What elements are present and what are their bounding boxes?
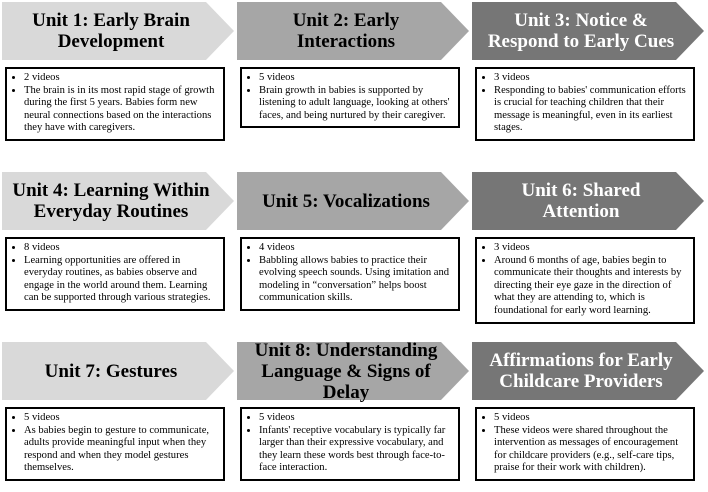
unit-description-box: 5 videosThese videos were shared through… (475, 407, 695, 481)
chevron-shape (472, 342, 704, 400)
unit-chevron: Unit 3: Notice &Respond to Early Cues (472, 2, 704, 60)
unit-description: Around 6 months of age, babies begin to … (494, 255, 688, 318)
video-count: 2 videos (24, 72, 218, 85)
unit-title: Unit 5: Vocalizations (237, 172, 455, 230)
chevron-shape (237, 172, 469, 230)
chevron-shape (2, 172, 234, 230)
chevron-shape (2, 342, 234, 400)
unit-description-box: 8 videosLearning opportunities are offer… (5, 237, 225, 311)
unit-title: Unit 3: Notice &Respond to Early Cues (472, 2, 690, 60)
unit-description: The brain is in its most rapid stage of … (24, 85, 218, 135)
chevron-shape (472, 172, 704, 230)
unit-description: Learning opportunities are offered in ev… (24, 255, 218, 305)
video-count: 3 videos (494, 242, 688, 255)
unit-chevron: Unit 7: Gestures (2, 342, 234, 400)
unit-description: Babbling allows babies to practice their… (259, 255, 453, 305)
unit-description-box: 5 videosBrain growth in babies is suppor… (240, 67, 460, 129)
unit-description: As babies begin to gesture to communicat… (24, 425, 218, 475)
video-count: 5 videos (494, 412, 688, 425)
video-count: 5 videos (259, 412, 453, 425)
unit-title-line: Unit 7: Gestures (44, 360, 178, 382)
unit-title-line: Unit 4: Learning Within (12, 180, 210, 201)
video-count: 5 videos (24, 412, 218, 425)
unit-description-box: 2 videosThe brain is in its most rapid s… (5, 67, 225, 141)
chevron-shape (237, 342, 469, 400)
unit-title-line: Affirmations for Early (489, 350, 673, 371)
unit-description-box: 4 videosBabbling allows babies to practi… (240, 237, 460, 311)
video-count: 8 videos (24, 242, 218, 255)
chevron-shape (2, 2, 234, 60)
unit-title-line: Unit 3: Notice & (514, 10, 648, 31)
unit-description: Brain growth in babies is supported by l… (259, 85, 453, 123)
unit-title-line: Interactions (296, 31, 396, 52)
unit-description-box: 3 videosResponding to babies' communicat… (475, 67, 695, 141)
unit-title-line: Attention (542, 201, 620, 222)
unit-title-line: Unit 2: Early (292, 10, 400, 31)
unit-title-line: Unit 1: Early Brain (32, 10, 190, 31)
unit-description: These videos were shared throughout the … (494, 425, 688, 475)
unit-title-line: Unit 6: Shared (521, 180, 641, 201)
unit-description-box: 3 videosAround 6 months of age, babies b… (475, 237, 695, 324)
unit-description: Responding to babies' communication effo… (494, 85, 688, 135)
unit-title-line: Development (57, 31, 165, 52)
unit-title-line: Everyday Routines (33, 201, 189, 222)
unit-chevron: Unit 5: Vocalizations (237, 172, 469, 230)
unit-description-box: 5 videosInfants' receptive vocabulary is… (240, 407, 460, 481)
unit-title-line: Childcare Providers (499, 371, 663, 392)
chevron-shape (472, 2, 704, 60)
unit-title-line: Unit 8: Understanding (254, 339, 438, 361)
chevron-shape (237, 2, 469, 60)
video-count: 5 videos (259, 72, 453, 85)
unit-description-box: 5 videosAs babies begin to gesture to co… (5, 407, 225, 481)
video-count: 4 videos (259, 242, 453, 255)
video-count: 3 videos (494, 72, 688, 85)
unit-title-line: Unit 5: Vocalizations (262, 190, 430, 212)
unit-description: Infants' receptive vocabulary is typical… (259, 425, 453, 475)
unit-title: Unit 7: Gestures (2, 342, 220, 400)
unit-title-line: Language & Signs of Delay (261, 360, 431, 403)
unit-title-line: Respond to Early Cues (487, 31, 675, 52)
